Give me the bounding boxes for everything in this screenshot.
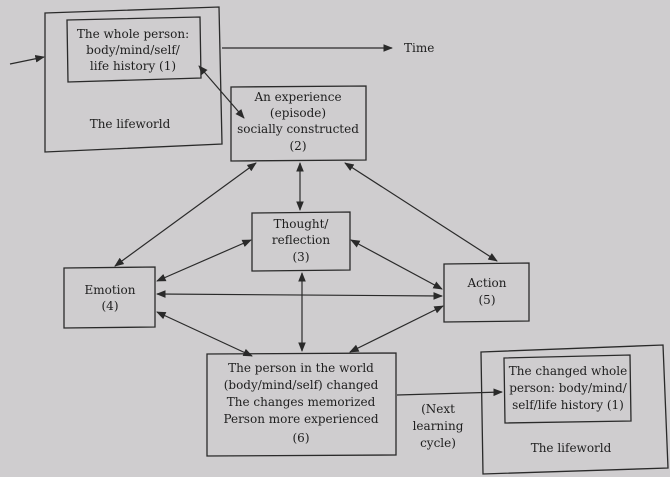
next-cycle-line-3: cycle) [420, 436, 456, 450]
action-line-2: (5) [479, 293, 496, 307]
lifeworld-box [44, 6, 223, 153]
time-label: Time [404, 41, 434, 55]
person-changed-line-1: The person in the world [228, 361, 374, 375]
arrow-emotion-action [156, 290, 443, 300]
emotion-line-1: Emotion [85, 283, 136, 297]
thought-line-1: Thought/ [274, 217, 330, 231]
whole-person-line-2: body/mind/self/ [86, 43, 181, 57]
arrow-person-experience [198, 65, 245, 119]
experience-line-1: An experience [253, 90, 341, 104]
arrow-experience-action [344, 162, 498, 262]
next-cycle-line-1: (Next [421, 402, 455, 416]
arrow-experience-emotion [114, 162, 257, 267]
emotion-box [63, 266, 156, 329]
changed-person-line-2: person: body/mind/ [509, 381, 628, 395]
arrow-next-cycle [396, 388, 503, 397]
lifeworld-label: The lifeworld [90, 117, 171, 131]
changed-lifeworld-label: The lifeworld [531, 441, 612, 455]
experience-line-2: (episode) [270, 106, 326, 120]
changed-person-box [503, 354, 632, 424]
thought-line-3: (3) [293, 250, 310, 264]
next-cycle-line-2: learning [413, 419, 464, 433]
arrow-action-person [349, 305, 444, 353]
person-changed-line-5: (6) [293, 431, 310, 445]
experience-line-3: socially constructed [237, 122, 359, 136]
thought-line-2: reflection [272, 233, 331, 247]
person-changed-line-4: Person more experienced [223, 412, 378, 426]
action-box [443, 262, 530, 323]
changed-lifeworld-box [480, 344, 669, 475]
changed-person-line-1: The changed whole [509, 364, 627, 378]
person-changed-box [206, 352, 397, 457]
changed-person-line-3: self/life history (1) [512, 398, 624, 412]
whole-person-line-3: life history (1) [90, 59, 176, 73]
arrow-thought-action [350, 239, 443, 290]
experience-line-4: (2) [290, 139, 307, 153]
emotion-line-2: (4) [102, 299, 119, 313]
arrow-emotion-thought [156, 239, 252, 282]
person-changed-line-3: The changes memorized [227, 395, 376, 409]
arrow-emotion-person [156, 311, 253, 357]
experience-box [230, 85, 367, 162]
incoming-arrow [9, 54, 45, 65]
person-changed-line-2: (body/mind/self) changed [224, 378, 379, 392]
whole-person-line-1: The whole person: [77, 27, 189, 41]
action-line-1: Action [467, 276, 507, 290]
